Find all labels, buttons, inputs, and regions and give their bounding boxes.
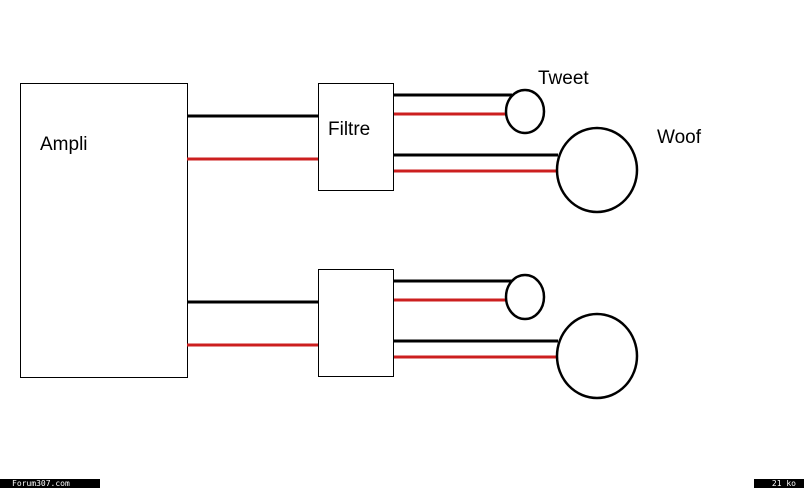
channel-bottom: [187, 269, 639, 400]
tweeter-bottom: [504, 273, 546, 321]
filter-label-top: Filtre: [328, 119, 370, 140]
filter-box-top: [318, 83, 394, 191]
woofer-bottom: [555, 312, 639, 400]
channel-top: Filtre Tweet Woof: [187, 68, 702, 214]
woofer-label: Woof: [657, 127, 702, 148]
footer-size-label: 21 ko: [754, 479, 804, 488]
amplifier-box: [20, 83, 188, 378]
amplifier-label: Ampli: [40, 134, 88, 155]
woofer-top: [555, 126, 639, 214]
tweeter-label: Tweet: [538, 68, 589, 89]
tweeter-top: [504, 88, 546, 135]
footer-site-label: Forum307.com: [0, 479, 100, 488]
filter-box-bottom: [318, 269, 394, 377]
